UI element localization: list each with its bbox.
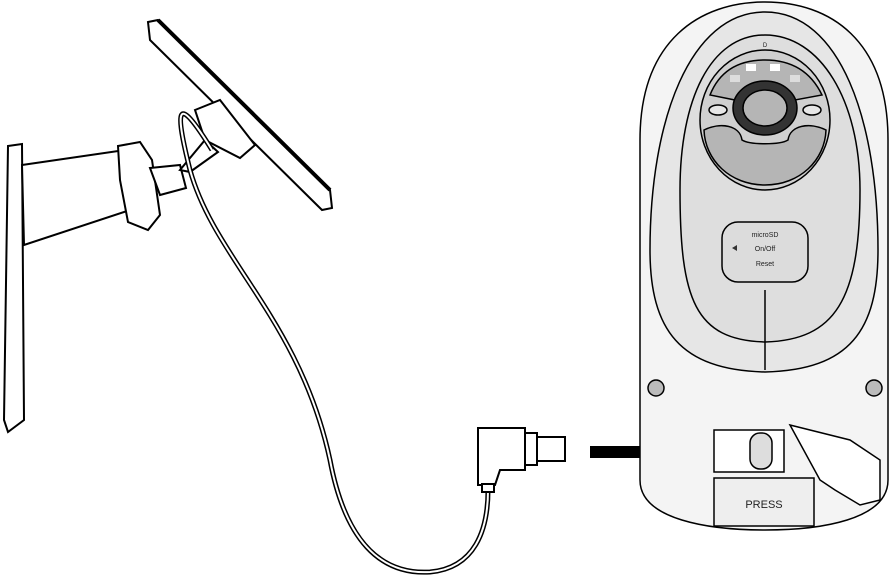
camera-body bbox=[639, 1, 889, 531]
microsd-label: microSD bbox=[752, 232, 779, 239]
led-indicator bbox=[770, 64, 780, 71]
pointer-arrow-icon bbox=[732, 245, 737, 251]
led-indicator bbox=[746, 64, 756, 71]
cable bbox=[178, 111, 491, 575]
reset-button-label: Reset bbox=[756, 261, 774, 268]
top-mark: D bbox=[763, 43, 768, 49]
wall-plate bbox=[2, 140, 188, 434]
sensor-indicator bbox=[790, 75, 800, 82]
usb-connector bbox=[477, 427, 566, 493]
press-label: PRESS bbox=[745, 499, 782, 511]
sensor-indicator bbox=[730, 75, 740, 82]
onoff-button-label: On/Off bbox=[755, 246, 776, 253]
